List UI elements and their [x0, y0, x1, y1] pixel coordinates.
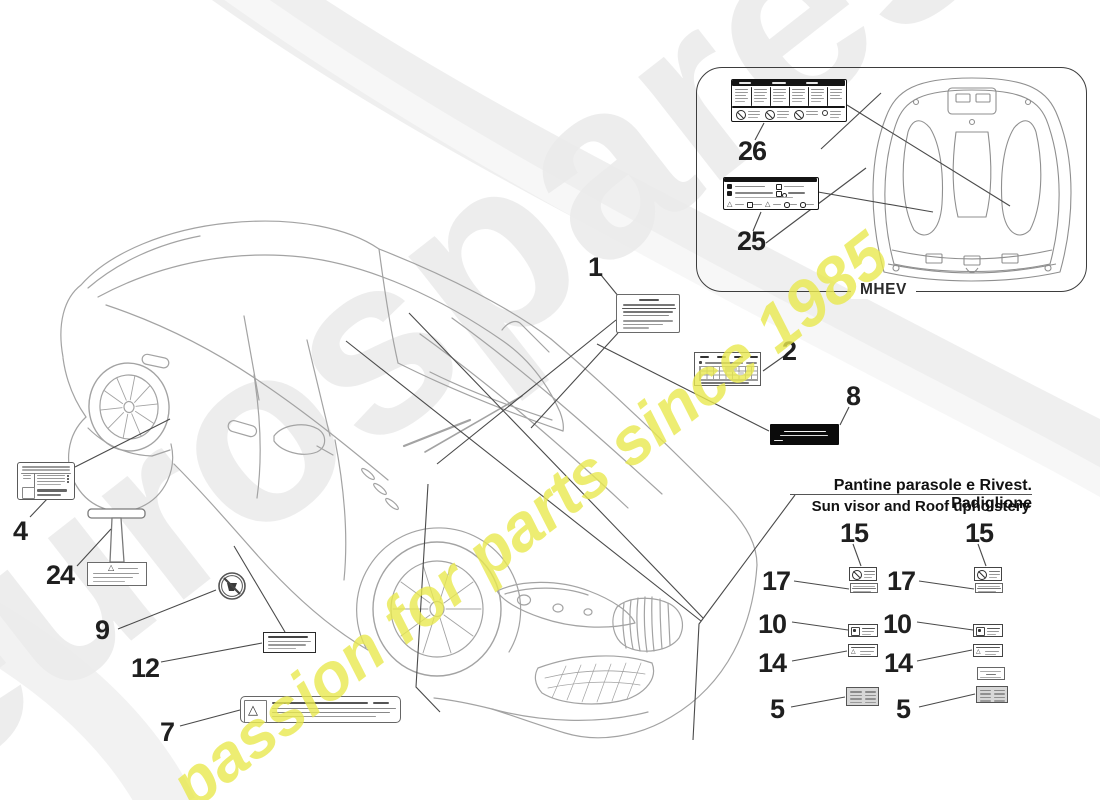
sticker-2 — [694, 352, 761, 386]
sticker-9 — [217, 571, 247, 601]
callout-8[interactable]: 8 — [846, 381, 861, 411]
prohibition-icon — [852, 569, 862, 580]
callout-15-right[interactable]: 15 — [965, 518, 994, 548]
grille — [612, 596, 683, 653]
sticker-4 — [17, 462, 75, 500]
sticker-7: △ — [240, 696, 401, 723]
sticker-17-left — [850, 583, 878, 593]
sun-visor-bracket-shape — [87, 508, 146, 563]
sticker-14-right: △ — [973, 644, 1003, 657]
callout-25[interactable]: 25 — [737, 226, 766, 256]
callout-10-right[interactable]: 10 — [883, 609, 912, 639]
prohibition-icon — [977, 569, 987, 580]
prohibition-icon — [794, 110, 804, 120]
rear-wheel — [88, 362, 170, 452]
sticker-12 — [263, 632, 316, 653]
sticker-unlabeled-right — [977, 667, 1005, 680]
sticker-26 — [731, 79, 847, 122]
warning-triangle-icon: △ — [976, 649, 981, 655]
callout-2[interactable]: 2 — [782, 336, 797, 366]
esd-warning-triangle-icon: △ — [248, 702, 258, 717]
callout-10-left[interactable]: 10 — [758, 609, 787, 639]
sticker-10-right — [973, 624, 1003, 637]
callout-14-right[interactable]: 14 — [884, 648, 913, 678]
mhev-caption: MHEV — [851, 281, 916, 299]
callout-7[interactable]: 7 — [160, 717, 175, 747]
callout-4[interactable]: 4 — [13, 516, 28, 546]
lower-intake — [534, 655, 655, 705]
warning-triangle-icon: △ — [727, 201, 733, 208]
visor-title-english: Sun visor and Roof upholstery — [811, 498, 1030, 515]
sticker-17-right — [975, 583, 1003, 593]
no-hanging-icon — [218, 572, 246, 600]
sticker-8 — [770, 424, 839, 445]
callout-5-left[interactable]: 5 — [770, 694, 785, 724]
visor-title-underline — [790, 494, 1032, 496]
sticker-10-left — [848, 624, 878, 637]
callout-9[interactable]: 9 — [95, 615, 110, 645]
front-wheel — [372, 541, 502, 677]
callout-17-left[interactable]: 17 — [762, 566, 791, 596]
callout-14-left[interactable]: 14 — [758, 648, 787, 678]
sticker-5-left — [846, 687, 879, 706]
headlight — [496, 581, 636, 628]
sticker-15-left — [849, 567, 877, 581]
warning-triangle-icon: △ — [851, 649, 856, 655]
sticker-14-left: △ — [848, 644, 878, 657]
callout-12[interactable]: 12 — [131, 653, 160, 683]
sticker-24: △ — [87, 562, 147, 586]
callout-5-right[interactable]: 5 — [896, 694, 911, 724]
callout-17-right[interactable]: 17 — [887, 566, 916, 596]
sticker-25: △ △ — [723, 177, 819, 210]
prohibition-icon — [736, 110, 746, 120]
callout-24[interactable]: 24 — [46, 560, 75, 590]
callout-26[interactable]: 26 — [738, 136, 767, 166]
swoosh-band-corner — [0, 602, 196, 800]
sticker-1 — [616, 294, 680, 333]
prohibition-icon — [765, 110, 775, 120]
sticker-5-right — [976, 686, 1008, 703]
sticker-15-right — [974, 567, 1002, 581]
callout-1[interactable]: 1 — [588, 252, 603, 282]
warning-triangle-icon: △ — [108, 563, 115, 572]
warning-triangle-icon: △ — [765, 201, 771, 208]
callout-15-left[interactable]: 15 — [840, 518, 869, 548]
